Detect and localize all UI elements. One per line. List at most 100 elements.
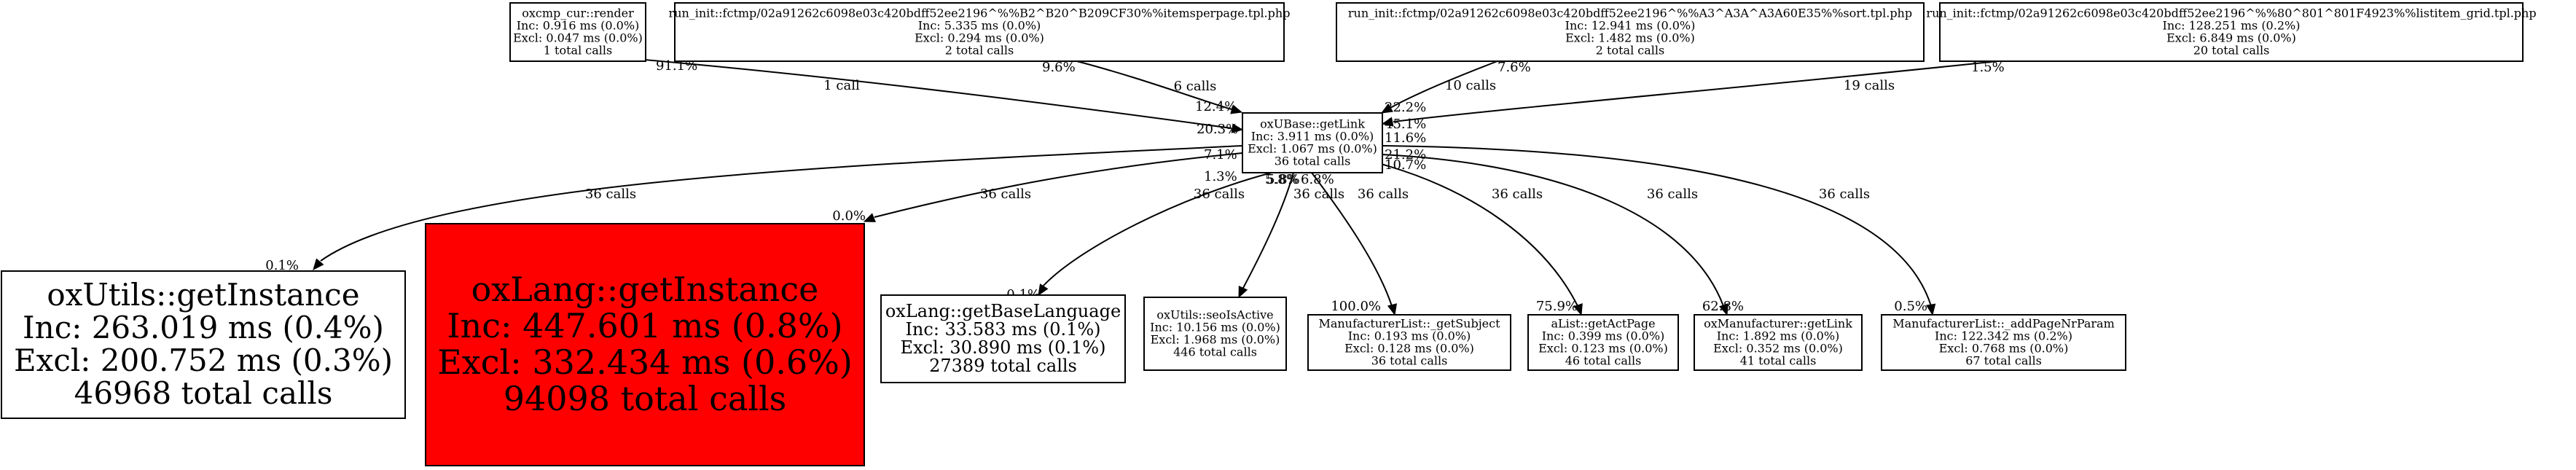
edge-tail-percent: 10.7% bbox=[1385, 157, 1426, 173]
node-function-name: aList::getActPage bbox=[1551, 317, 1655, 331]
node-exclusive-time: Excl: 0.123 ms (0.0%) bbox=[1538, 342, 1668, 356]
node-inclusive-time: Inc: 1.892 ms (0.0%) bbox=[1717, 329, 1840, 343]
node-function-name: oxcmp_cur::render bbox=[522, 7, 634, 20]
edge-tail-percent: 9.6% bbox=[1042, 60, 1076, 75]
node-box bbox=[1, 270, 406, 419]
node-itemsperpage[interactable]: run_init::fctmp/02a91262c6098e03c420bdff… bbox=[669, 2, 1291, 62]
node-function-name: oxUtils::seoIsActive bbox=[1156, 308, 1273, 322]
edge-calls-label: 36 calls bbox=[1293, 187, 1344, 202]
node-exclusive-time: Excl: 0.128 ms (0.0%) bbox=[1344, 342, 1474, 356]
edge-line bbox=[1041, 172, 1272, 288]
edge-line bbox=[1311, 172, 1393, 307]
edge-arrowhead bbox=[1925, 303, 1936, 316]
edge-line bbox=[1380, 163, 1578, 307]
node-box bbox=[880, 294, 1126, 383]
node-function-name: run_init::fctmp/02a91262c6098e03c420bdff… bbox=[1926, 7, 2536, 20]
edge-head-percent: 22.2% bbox=[1385, 100, 1426, 115]
edge-tail-percent: 1.5% bbox=[1971, 60, 2005, 75]
node-box bbox=[425, 223, 865, 466]
node-inclusive-time: Inc: 0.916 ms (0.0%) bbox=[517, 19, 640, 33]
node-inclusive-time: Inc: 12.941 ms (0.0%) bbox=[1565, 19, 1696, 33]
node-inclusive-time: Inc: 10.156 ms (0.0%) bbox=[1150, 321, 1280, 334]
edge-arrowhead bbox=[1719, 303, 1729, 316]
node-box bbox=[1242, 112, 1383, 173]
node-exclusive-time: Excl: 6.849 ms (0.0%) bbox=[2166, 31, 2296, 45]
edge-head-percent: 100.0% bbox=[1331, 299, 1381, 314]
node-call-count: 36 total calls bbox=[1275, 154, 1351, 168]
edge-calls-label: 36 calls bbox=[980, 187, 1031, 202]
edge-head-percent: 75.9% bbox=[1536, 299, 1578, 314]
node-inclusive-time: Inc: 122.342 ms (0.2%) bbox=[1935, 329, 2072, 343]
edge-head-percent: 45.1% bbox=[1385, 117, 1426, 132]
edge-calls-label: 36 calls bbox=[1819, 187, 1870, 202]
edge-tail-percent: 21.2% bbox=[1385, 147, 1426, 162]
edge-arrowhead bbox=[1230, 104, 1243, 114]
edge-calls-label: 10 calls bbox=[1445, 78, 1496, 93]
edge-arrowhead bbox=[1231, 123, 1244, 133]
node-function-name: oxLang::getInstance bbox=[471, 270, 819, 309]
node-listitem[interactable]: run_init::fctmp/02a91262c6098e03c420bdff… bbox=[1926, 2, 2537, 62]
node-exclusive-time: Excl: 30.890 ms (0.1%) bbox=[901, 337, 1106, 358]
edge-calls-label: 36 calls bbox=[1647, 187, 1698, 202]
edge-head-percent: 0.5% bbox=[1894, 299, 1927, 314]
edge-tail-percent: 1.3% bbox=[1204, 169, 1237, 184]
node-call-count: 2 total calls bbox=[1596, 44, 1664, 58]
edge-tail-percent: 6.8% bbox=[1301, 172, 1334, 187]
node-call-count: 446 total calls bbox=[1173, 345, 1257, 359]
node-call-count: 41 total calls bbox=[1740, 354, 1817, 368]
edge-arrowhead bbox=[1573, 303, 1583, 316]
edge-line bbox=[1242, 172, 1294, 290]
edge-head-percent: 20.3% bbox=[1197, 122, 1238, 137]
edge-arrowhead bbox=[1387, 303, 1398, 316]
node-exclusive-time: Excl: 200.752 ms (0.3%) bbox=[14, 342, 393, 378]
node-sort[interactable]: run_init::fctmp/02a91262c6098e03c420bdff… bbox=[1336, 2, 1925, 62]
edge-line bbox=[1393, 59, 2012, 122]
edge-calls-label: 19 calls bbox=[1844, 78, 1895, 93]
edge-calls-label: 36 calls bbox=[1194, 187, 1245, 202]
node-function-name: oxUBase::getLink bbox=[1260, 117, 1365, 131]
edge-arrowhead bbox=[1038, 283, 1049, 297]
edge-line bbox=[644, 59, 1232, 129]
edge-head-percent: 12.4% bbox=[1195, 99, 1237, 114]
edge-calls-label: 6 calls bbox=[1174, 79, 1217, 94]
node-box bbox=[1336, 2, 1925, 62]
node-exclusive-time: Excl: 0.294 ms (0.0%) bbox=[915, 31, 1044, 45]
node-call-count: 20 total calls bbox=[2193, 44, 2270, 58]
node-function-name: ManufacturerList::_getSubject bbox=[1318, 317, 1500, 331]
node-inclusive-time: Inc: 263.019 ms (0.4%) bbox=[23, 310, 384, 345]
node-exclusive-time: Excl: 0.047 ms (0.0%) bbox=[513, 31, 643, 45]
node-call-count: 94098 total calls bbox=[504, 379, 787, 418]
edge-arrowhead bbox=[1380, 103, 1393, 114]
node-exclusive-time: Excl: 1.482 ms (0.0%) bbox=[1565, 31, 1695, 45]
node-exclusive-time: Excl: 0.352 ms (0.0%) bbox=[1713, 342, 1843, 356]
edge-line bbox=[874, 152, 1243, 218]
node-function-name: oxManufacturer::getLink bbox=[1704, 317, 1852, 331]
node-box bbox=[1307, 314, 1511, 371]
edge-line bbox=[1070, 59, 1232, 110]
node-function-name: oxLang::getBaseLanguage bbox=[885, 301, 1121, 321]
edge-tail-percent: 91.1% bbox=[656, 58, 697, 74]
edge-arrowhead bbox=[1381, 117, 1394, 127]
node-exclusive-time: Excl: 1.968 ms (0.0%) bbox=[1151, 333, 1280, 347]
edge-calls-label: 36 calls bbox=[585, 187, 636, 202]
node-box bbox=[1143, 297, 1287, 371]
node-box bbox=[1881, 314, 2126, 371]
